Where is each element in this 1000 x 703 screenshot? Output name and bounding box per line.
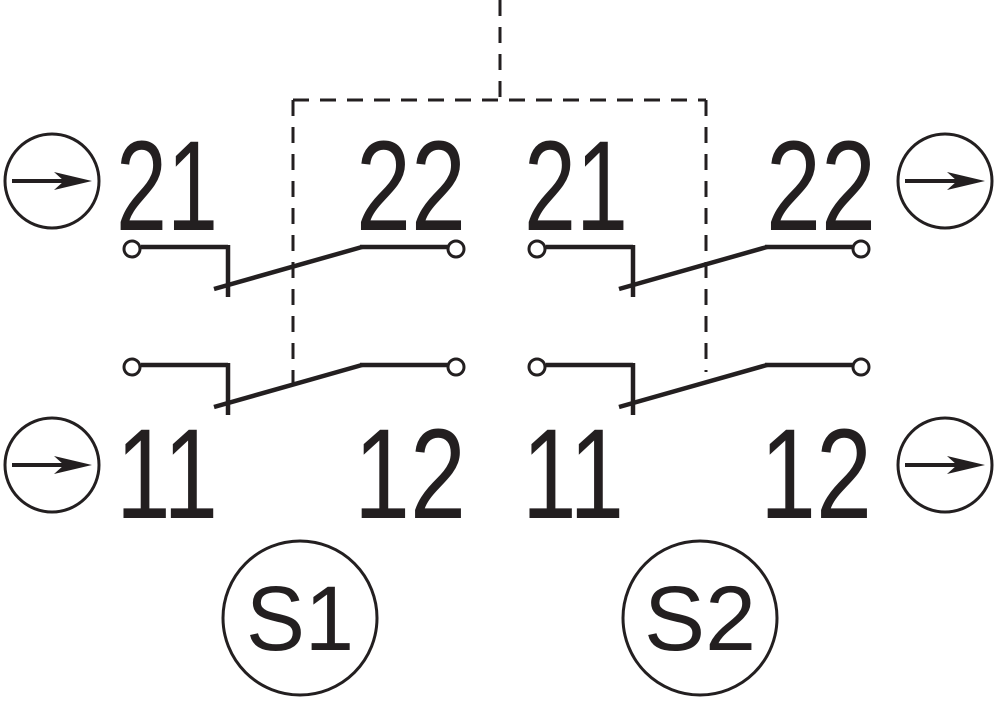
arrow-circle-icon: [3, 132, 101, 230]
arrow-circle-icon: [896, 132, 994, 230]
switch-label: S1: [246, 568, 354, 670]
label-circle: [221, 539, 379, 697]
terminal-12: 12: [354, 403, 466, 546]
terminal-12: 12: [760, 403, 872, 546]
terminal-22: 22: [356, 115, 466, 258]
arrow-circle-icon: [3, 416, 101, 514]
terminal-11: 11: [116, 403, 218, 546]
arrow-circle-icon: [896, 416, 994, 514]
mechanical-linkage: [291, 0, 708, 385]
switch-label: S2: [644, 568, 756, 670]
terminal-21: 21: [524, 115, 628, 258]
label-circle: [621, 539, 779, 697]
terminal-22: 22: [766, 115, 876, 258]
switch-s2: 21 22 11 12 S2: [522, 115, 876, 697]
terminal-21: 21: [116, 115, 218, 258]
switch-s1: 21 22 11 12 S1: [116, 115, 466, 697]
terminal-11: 11: [522, 403, 624, 546]
